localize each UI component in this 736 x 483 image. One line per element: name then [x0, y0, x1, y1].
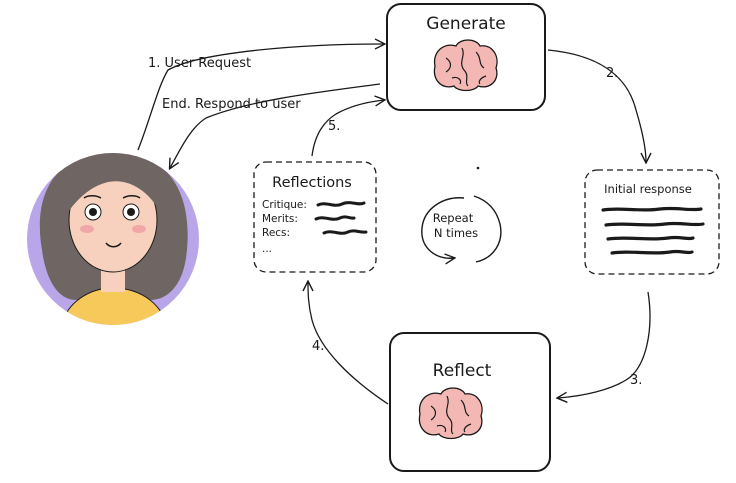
label-step3: 3. [630, 373, 642, 388]
edge-respond [170, 83, 381, 168]
label-step4: 4. [312, 339, 324, 354]
generate-node: Generate [386, 3, 546, 111]
edge-step5 [311, 100, 384, 157]
scribble-lines [601, 206, 705, 255]
label-step5: 5. [328, 119, 340, 134]
brain-icon [418, 387, 483, 440]
reflections-row-recs: Recs: [262, 227, 290, 239]
generate-title: Generate [426, 14, 505, 34]
scribble-lines [314, 201, 368, 235]
reflections-title: Reflections [272, 175, 352, 191]
label-user-request: 1. User Request [148, 56, 251, 71]
repeat-line2: N times [434, 226, 478, 240]
edge-user-request [137, 44, 384, 151]
brain-icon [433, 39, 498, 92]
edge-step2 [547, 49, 646, 162]
reflections-node: Reflections Critique: Merits: Recs: ... [253, 161, 377, 273]
reflections-row-merits: Merits: [262, 213, 298, 225]
initial-response-title: Initial response [604, 182, 692, 196]
label-respond: End. Respond to user [162, 97, 301, 112]
edge-step4 [308, 282, 389, 405]
reflections-row-critique: Critique: [262, 199, 307, 211]
user-avatar [27, 153, 199, 325]
repeat-loop: Repeat N times [421, 166, 502, 262]
reflect-node: Reflect [389, 332, 551, 472]
edges [137, 44, 651, 405]
reflect-title: Reflect [433, 361, 492, 381]
initial-response-node: Initial response [584, 169, 720, 275]
reflections-ellipsis: ... [262, 243, 272, 255]
repeat-line1: Repeat [433, 211, 474, 225]
label-step2: 2. [606, 66, 618, 81]
dot-mark [476, 166, 480, 170]
edge-step3 [558, 291, 651, 398]
